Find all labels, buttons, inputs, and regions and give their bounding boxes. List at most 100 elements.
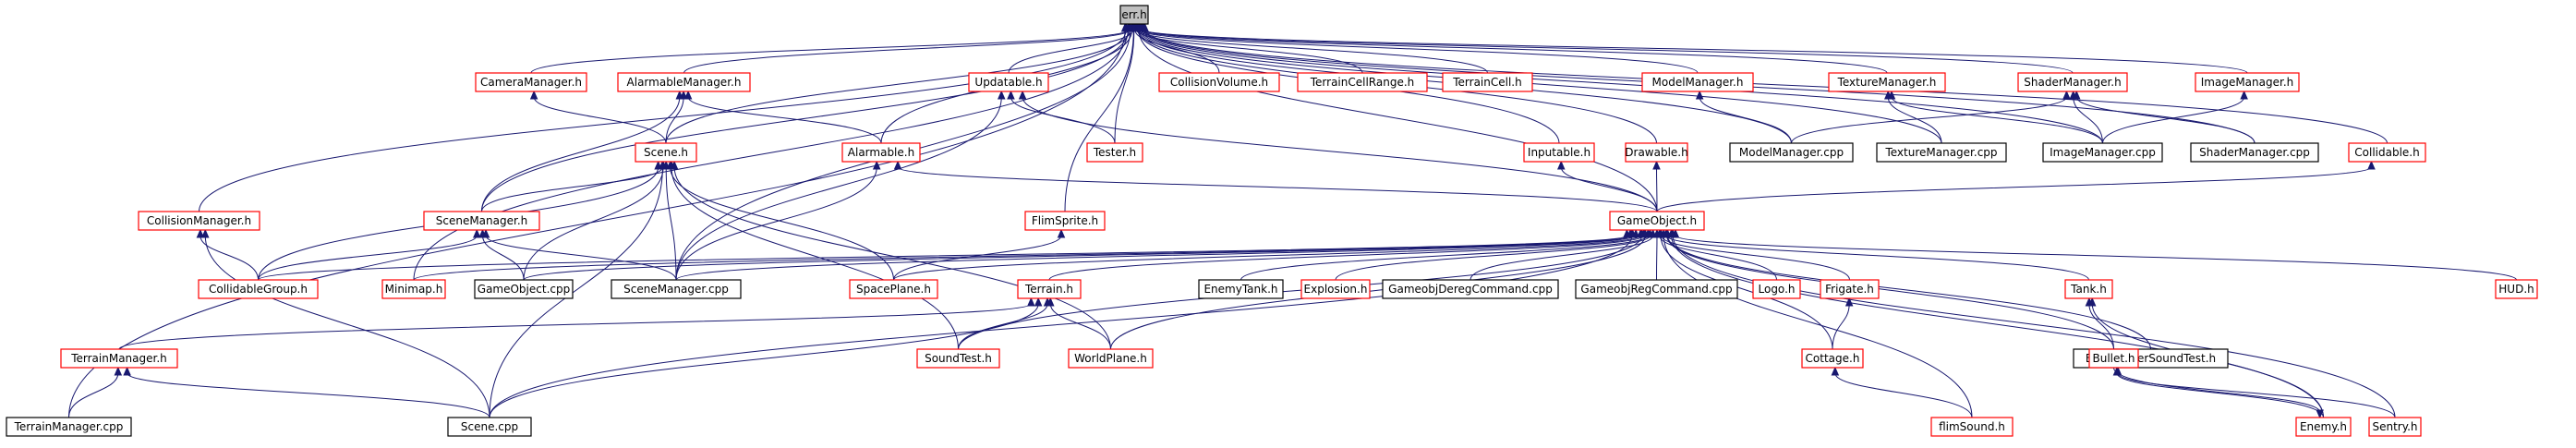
node-alarmable-h[interactable]: Alarmable.h xyxy=(841,142,921,163)
node-label: ModelManager.cpp xyxy=(1739,146,1844,159)
node-scene-h[interactable]: Scene.h xyxy=(635,142,697,163)
node-imagemanager-h[interactable]: ImageManager.h xyxy=(2195,72,2300,92)
edge-line xyxy=(1335,235,1651,281)
edge-line xyxy=(200,235,259,281)
edge-line xyxy=(2117,372,2396,418)
edge-line xyxy=(1887,96,1942,144)
node-imagemanager-cpp[interactable]: ImageManager.cpp xyxy=(2042,142,2163,163)
edge-line xyxy=(958,303,1048,350)
node-label: TerrainManager.h xyxy=(70,352,167,365)
node-terraincell-h[interactable]: TerrainCell.h xyxy=(1442,72,1533,92)
node-worldplane-h[interactable]: WorldPlane.h xyxy=(1068,348,1154,369)
edge-line xyxy=(1048,235,1645,281)
node-enemytank-h[interactable]: EnemyTank.h xyxy=(1198,279,1284,299)
edge-line xyxy=(1136,29,1488,74)
node-texturemanager-h[interactable]: TextureManager.h xyxy=(1828,72,1946,92)
node-box xyxy=(1024,211,1106,231)
node-alarmablemanager-h[interactable]: AlarmableManager.h xyxy=(617,72,751,92)
node-collisionmanager-h[interactable]: CollisionManager.h xyxy=(138,211,260,231)
edge-line xyxy=(481,29,1130,212)
edge-line xyxy=(1240,235,1649,281)
node-updatable-h[interactable]: Updatable.h xyxy=(968,72,1049,92)
arrowhead xyxy=(670,160,679,170)
arrowhead xyxy=(1027,297,1035,307)
node-collidablegroup-h[interactable]: CollidableGroup.h xyxy=(198,279,319,299)
node-modelmanager-h[interactable]: ModelManager.h xyxy=(1641,72,1754,92)
node-logo-h[interactable]: Logo.h xyxy=(1752,279,1801,299)
node-box xyxy=(617,72,751,92)
arrowhead xyxy=(529,90,538,100)
node-label: Enemy.h xyxy=(2300,420,2347,433)
node-tank-h[interactable]: Tank.h xyxy=(2064,279,2113,299)
node-label: SceneManager.h xyxy=(436,214,528,227)
node-box xyxy=(841,142,921,163)
edge-line xyxy=(481,235,525,281)
node-terrainmanager-cpp[interactable]: TerrainManager.cpp xyxy=(6,417,132,437)
node-label: ImageManager.h xyxy=(2201,76,2294,89)
node-flimsprite-h[interactable]: FlimSprite.h xyxy=(1024,211,1106,231)
node-label: Frigate.h xyxy=(1825,283,1874,296)
node-cameramanager-h[interactable]: CameraManager.h xyxy=(475,72,587,92)
edge-line xyxy=(675,235,1637,281)
node-inputable-h[interactable]: Inputable.h xyxy=(1523,142,1595,163)
edge-gameobject-to-drawable xyxy=(1652,160,1661,212)
node-explosion-h[interactable]: Explosion.h xyxy=(1300,279,1371,299)
node-box xyxy=(1820,279,1880,299)
node-gameobjderegcommand-cpp[interactable]: GameobjDeregCommand.cpp xyxy=(1382,279,1559,299)
node-sentry-h[interactable]: Sentry.h xyxy=(2368,417,2422,437)
arrowhead xyxy=(2072,90,2081,100)
node-bullet-h[interactable]: Bullet.h xyxy=(2088,348,2139,369)
edge-line xyxy=(523,235,1634,281)
arrowhead xyxy=(1141,22,1149,32)
node-label: Collidable.h xyxy=(2354,146,2419,159)
node-enemy-h[interactable]: Enemy.h xyxy=(2295,417,2352,437)
node-label: SpacePlane.h xyxy=(856,283,931,296)
node-terraincellrange-h[interactable]: TerrainCellRange.h xyxy=(1297,72,1428,92)
edge-line xyxy=(1142,29,2074,74)
arrowhead xyxy=(872,160,881,170)
edge-line xyxy=(897,166,1658,212)
node-modelmanager-cpp[interactable]: ModelManager.cpp xyxy=(1729,142,1854,163)
node-gameobject-cpp[interactable]: GameObject.cpp xyxy=(474,279,574,299)
node-scene-cpp[interactable]: Scene.cpp xyxy=(447,417,532,437)
node-scenemanager-h[interactable]: SceneManager.h xyxy=(423,211,540,231)
node-box xyxy=(1752,279,1801,299)
node-terrainmanager-h[interactable]: TerrainManager.h xyxy=(60,348,178,369)
edge-line xyxy=(1666,235,2114,350)
node-tester-h[interactable]: Tester.h xyxy=(1086,142,1143,163)
node-cottage-h[interactable]: Cottage.h xyxy=(1801,348,1864,369)
node-drawable-h[interactable]: Drawable.h xyxy=(1625,142,1688,163)
node-box xyxy=(475,72,587,92)
edge-line xyxy=(530,29,1130,74)
node-frigate-h[interactable]: Frigate.h xyxy=(1820,279,1880,299)
arrowhead xyxy=(659,160,667,170)
node-err-h[interactable]: err.h xyxy=(1119,5,1149,25)
node-spaceplane-h[interactable]: SpacePlane.h xyxy=(849,279,938,299)
arrowhead xyxy=(201,228,210,238)
node-collidable-h[interactable]: Collidable.h xyxy=(2348,142,2426,163)
node-shadermanager-h[interactable]: ShaderManager.h xyxy=(2017,72,2128,92)
edge-line xyxy=(523,166,664,281)
edge-worldplane-to-terrain xyxy=(1046,297,1111,350)
node-soundtest-h[interactable]: SoundTest.h xyxy=(916,348,1000,369)
node-shadermanager-cpp[interactable]: ShaderManager.cpp xyxy=(2190,142,2319,163)
node-scenemanager-cpp[interactable]: SceneManager.cpp xyxy=(611,279,742,299)
node-collisionvolume-h[interactable]: CollisionVolume.h xyxy=(1158,72,1280,92)
node-label: TerrainManager.cpp xyxy=(14,420,124,433)
edge-imagemanagercpp-to-texturemanager xyxy=(1887,90,2103,144)
node-hud-h[interactable]: HUD.h xyxy=(2495,279,2538,299)
arrowhead xyxy=(1126,22,1134,32)
edge-line xyxy=(893,235,1062,281)
edge-line xyxy=(2113,367,2321,413)
node-minimap-h[interactable]: Minimap.h xyxy=(381,279,446,299)
edge-line xyxy=(893,235,1641,281)
node-gameobjregcommand-cpp[interactable]: GameobjRegCommand.cpp xyxy=(1575,279,1738,299)
edge-scenecpp-to-scene xyxy=(489,160,667,418)
node-flimsound-h[interactable]: flimSound.h xyxy=(1930,417,2014,437)
arrowhead xyxy=(997,90,1006,100)
arrowhead xyxy=(1641,228,1650,238)
node-texturemanager-cpp[interactable]: TextureManager.cpp xyxy=(1876,142,2007,163)
node-gameobject-h[interactable]: GameObject.h xyxy=(1609,211,1705,231)
node-label: GameobjRegCommand.cpp xyxy=(1580,283,1732,296)
node-terrain-h[interactable]: Terrain.h xyxy=(1017,279,1082,299)
